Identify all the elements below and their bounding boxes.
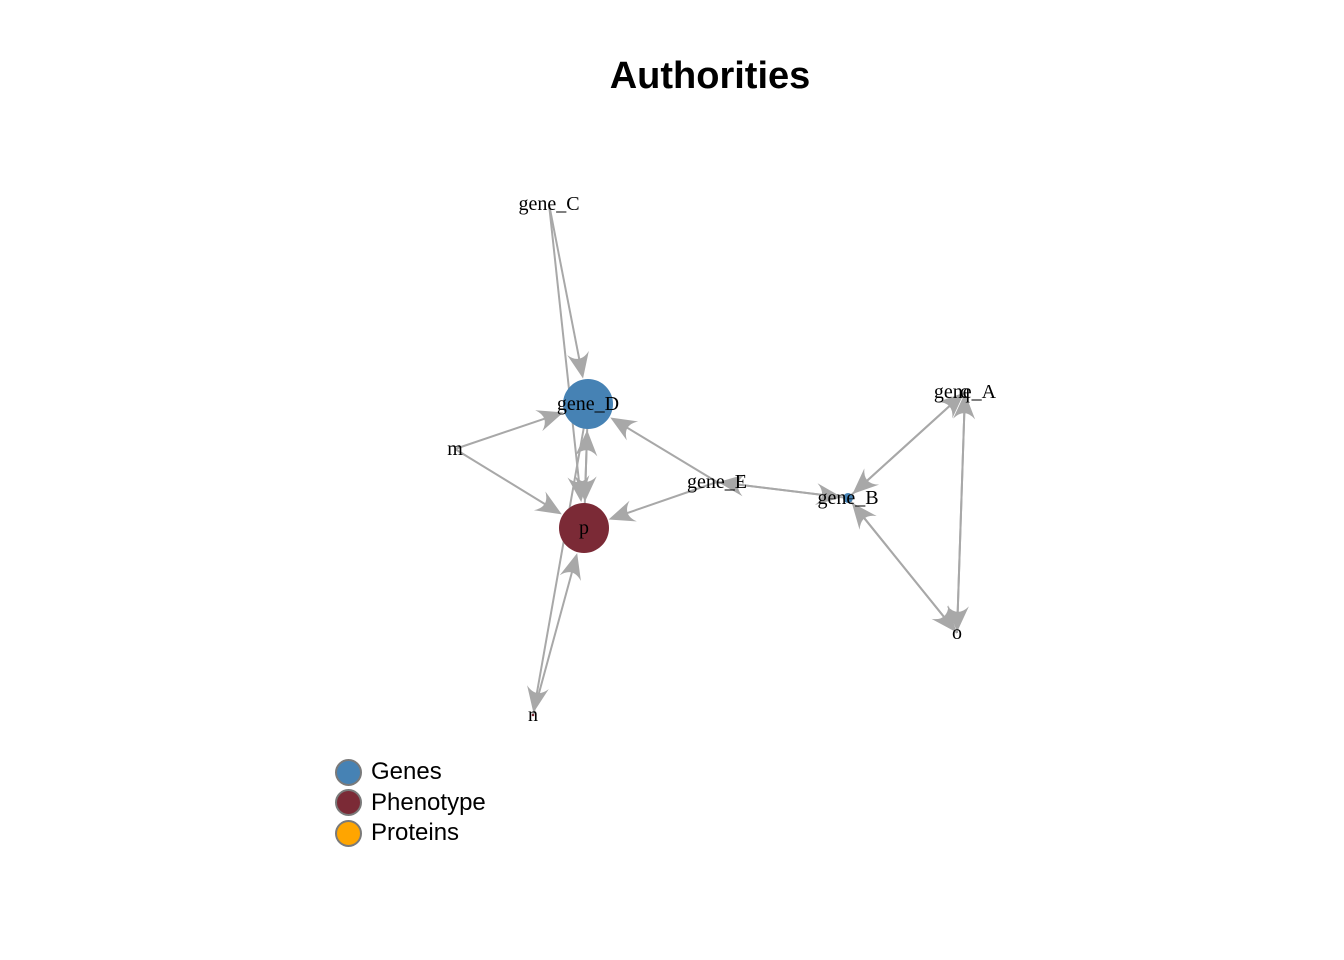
labels-layer: gene_C gene_Dm p n gene_E gene_B gene_Aq o <box>447 193 996 726</box>
arrowhead-gene_E-gene_D <box>610 417 639 441</box>
chart-title: Authorities <box>609 55 811 97</box>
edge-n-p <box>532 566 575 716</box>
legend-swatch-proteins <box>335 819 362 847</box>
node-label-gene_C: gene_C <box>518 193 579 215</box>
node-label-q: q <box>960 381 970 403</box>
node-label-m: m <box>447 438 463 460</box>
arrowhead-o-gene_B <box>851 502 877 530</box>
node-label-n: n <box>528 704 538 726</box>
arrowhead-o-gene_A <box>953 392 976 420</box>
legend: Genes Phenotype Proteins <box>335 757 486 849</box>
node-gene_B <box>843 493 853 503</box>
legend-label-genes: Genes <box>371 758 442 786</box>
nodes-layer <box>531 379 853 717</box>
arrowhead-m-gene_D <box>535 410 564 432</box>
legend-label-phenotype: Phenotype <box>371 788 486 816</box>
edge-gene_C-gene_D <box>548 203 582 365</box>
node-label-o: o <box>952 622 962 644</box>
legend-item-phenotype: Phenotype <box>335 788 486 819</box>
edge-gene_E-gene_D <box>621 423 718 483</box>
edge-m-p <box>454 448 551 508</box>
arrowhead-gene_E-p <box>608 500 637 522</box>
legend-item-genes: Genes <box>335 757 486 788</box>
edge-gene_D-n <box>534 403 589 700</box>
arrowhead-gene_D-n <box>527 685 549 713</box>
node-label-gene_B: gene_B <box>817 487 878 509</box>
edge-gene_C-p <box>548 203 581 489</box>
arrowhead-gene_B-gene_E <box>717 474 746 497</box>
node-label-gene_A: gene_A <box>934 381 997 403</box>
arrowhead-gene_B-gene_A <box>937 392 965 419</box>
legend-item-proteins: Proteins <box>335 818 486 849</box>
legend-label-proteins: Proteins <box>371 819 460 847</box>
legend-swatch-phenotype <box>335 789 362 817</box>
edge-o-gene_A <box>956 406 966 634</box>
edges-layer <box>454 203 976 716</box>
node-n <box>531 713 535 717</box>
node-p <box>559 503 609 553</box>
node-gene_D <box>563 379 613 429</box>
edge-o-gene_B <box>859 512 958 634</box>
edge-m-gene_D <box>454 415 551 450</box>
arrowhead-gene_C-gene_D <box>567 350 589 379</box>
arrowhead-gene_E-gene_B <box>814 483 843 506</box>
node-label-gene_E: gene_E <box>687 471 747 493</box>
node-label-p: p <box>579 517 589 539</box>
arrowhead-n-p <box>559 553 581 582</box>
edge-gene_B-gene_A <box>847 401 955 499</box>
legend-swatch-genes <box>335 758 362 786</box>
edge-gene_B-gene_E <box>731 482 849 499</box>
edge-gene_E-p <box>621 481 718 516</box>
node-label-gene_D: gene_D <box>557 393 619 415</box>
arrowhead-m-p <box>533 491 562 515</box>
